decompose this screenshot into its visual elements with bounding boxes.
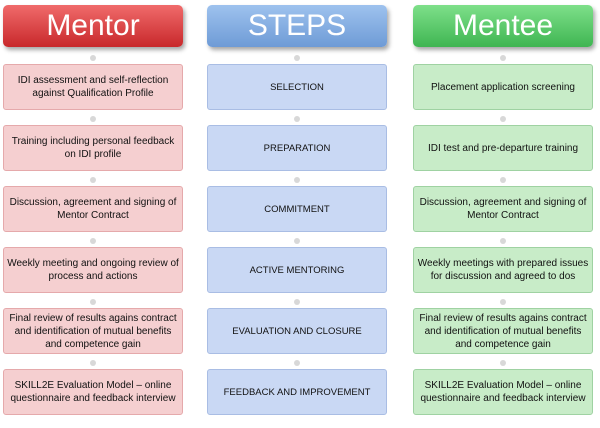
step-evaluation-closure: EVALUATION AND CLOSURE [207,308,387,354]
connector-dot [294,55,300,61]
step-feedback-improvement: FEEDBACK AND IMPROVEMENT [207,369,387,415]
mentee-step-2: IDI test and pre-departure training [413,125,593,171]
mentor-header: Mentor [3,5,183,47]
connector-dot [294,116,300,122]
connector-dot [90,116,96,122]
mentor-step-3: Discussion, agreement and signing of Men… [3,186,183,232]
steps-column: STEPS SELECTION PREPARATION COMMITMENT A… [207,0,391,428]
mentor-step-5: Final review of results agains contract … [3,308,183,354]
connector-dot [294,360,300,366]
step-commitment: COMMITMENT [207,186,387,232]
mentee-step-6: SKILL2E Evaluation Model – online questi… [413,369,593,415]
mentor-step-6: SKILL2E Evaluation Model – online questi… [3,369,183,415]
connector-dot [500,177,506,183]
mentor-step-4: Weekly meeting and ongoing review of pro… [3,247,183,293]
connector-dot [90,177,96,183]
connector-dot [294,299,300,305]
mentee-step-4: Weekly meetings with prepared issues for… [413,247,593,293]
mentor-column: Mentor IDI assessment and self-reflectio… [3,0,187,428]
connector-dot [500,360,506,366]
connector-dot [500,238,506,244]
connector-dot [90,360,96,366]
connector-dot [294,177,300,183]
step-active-mentoring: ACTIVE MENTORING [207,247,387,293]
mentor-step-2: Training including personal feedback on … [3,125,183,171]
step-preparation: PREPARATION [207,125,387,171]
mentee-step-3: Discussion, agreement and signing of Men… [413,186,593,232]
connector-dot [500,55,506,61]
mentee-header: Mentee [413,5,593,47]
connector-dot [294,238,300,244]
connector-dot [500,299,506,305]
connector-dot [90,55,96,61]
mentee-column: Mentee Placement application screening I… [413,0,597,428]
step-selection: SELECTION [207,64,387,110]
mentee-step-1: Placement application screening [413,64,593,110]
mentee-step-5: Final review of results agains contract … [413,308,593,354]
connector-dot [90,299,96,305]
mentor-step-1: IDI assessment and self-reflection again… [3,64,183,110]
steps-header: STEPS [207,5,387,47]
connector-dot [90,238,96,244]
connector-dot [500,116,506,122]
